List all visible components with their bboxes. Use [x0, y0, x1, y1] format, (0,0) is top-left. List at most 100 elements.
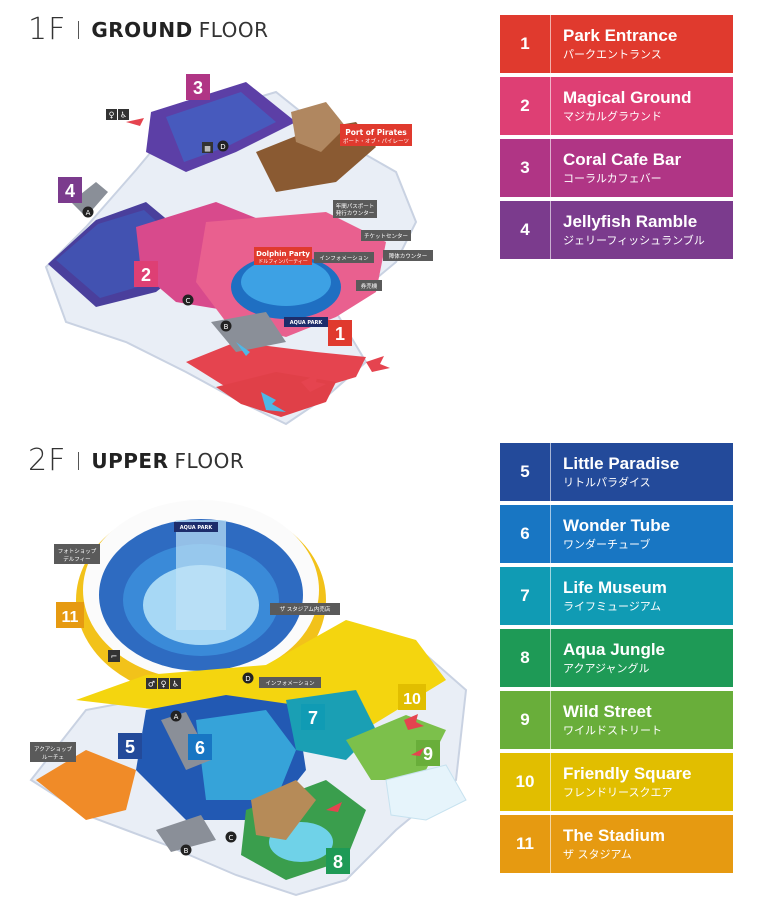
- svg-text:⌐: ⌐: [111, 652, 118, 661]
- legend-divider: [550, 815, 551, 873]
- legend-divider: [550, 629, 551, 687]
- legend-name-en: Life Museum: [563, 578, 667, 597]
- legend-item-life-museum[interactable]: 7 Life Museum ライフミュージアム: [500, 567, 733, 625]
- svg-text:♂: ♂: [148, 680, 155, 689]
- map-marker-5[interactable]: 5: [118, 733, 142, 759]
- legend-name-jp: ライフミュージアム: [563, 600, 662, 613]
- legend-number: 2: [520, 96, 530, 115]
- annual-pass-tag: 年間パスポート 発行カウンター: [333, 200, 377, 218]
- map-marker-7[interactable]: 7: [301, 704, 325, 730]
- map-marker-6[interactable]: 6: [188, 734, 212, 760]
- legend-name-jp: ザ スタジアム: [563, 848, 632, 861]
- legend-name-jp: アクアジャングル: [563, 662, 650, 675]
- svg-text:♿: ♿: [172, 680, 179, 689]
- svg-text:B: B: [184, 847, 189, 855]
- restroom-icon: ♀: [106, 109, 117, 120]
- svg-text:8: 8: [333, 852, 343, 872]
- dolphin-party-tag: Dolphin Party ドルフィンパーティー: [254, 247, 312, 265]
- svg-text:年間パスポート: 年間パスポート: [336, 202, 375, 210]
- legend-divider: [550, 201, 551, 259]
- floor2-title-light: FLOOR: [174, 448, 245, 473]
- legend-number: 7: [520, 586, 530, 605]
- floor1-number: 1F: [28, 12, 67, 47]
- marker-a: A: [170, 710, 182, 722]
- locker-icon: ▦: [202, 142, 213, 153]
- legend-name-jp: ワンダーチューブ: [563, 538, 651, 551]
- floor2-title-bold: UPPER: [91, 448, 169, 473]
- floor2-map: 5 6 7 8 9 10 11 フォトショップ デルフ: [26, 480, 476, 900]
- svg-text:5: 5: [125, 737, 135, 757]
- marker-a: A: [82, 206, 94, 218]
- legend-name-en: Friendly Square: [563, 764, 692, 783]
- legend-divider: [550, 753, 551, 811]
- legend-name-en: Aqua Jungle: [563, 640, 666, 659]
- floor1-title-light: FLOOR: [198, 17, 269, 42]
- map-marker-8[interactable]: 8: [326, 848, 350, 874]
- legend-item-magical-ground[interactable]: 2 Magical Ground マジカルグラウンド: [500, 77, 733, 135]
- map-marker-2[interactable]: 2: [134, 261, 158, 287]
- svg-text:♀: ♀: [161, 680, 167, 689]
- information-tag-2f: インフォメーション: [259, 677, 321, 688]
- svg-text:♿: ♿: [120, 111, 127, 120]
- legend-name-en: Little Paradise: [563, 454, 680, 473]
- legend-divider: [550, 15, 551, 73]
- stadium-shop-tag: ザ スタジアム内売店: [270, 603, 340, 615]
- legend-divider: [550, 505, 551, 563]
- svg-text:障体カウンター: 障体カウンター: [389, 252, 428, 260]
- legend-number: 1: [520, 34, 530, 53]
- legend-item-aqua-jungle[interactable]: 8 Aqua Jungle アクアジャングル: [500, 629, 733, 687]
- aqua-park-sign-2f: AQUA PARK: [174, 522, 218, 532]
- floor2-number: 2F: [28, 443, 67, 478]
- legend-divider: [550, 77, 551, 135]
- svg-text:1: 1: [335, 324, 345, 344]
- legend-name-en: The Stadium: [563, 826, 666, 845]
- map-marker-4[interactable]: 4: [58, 177, 82, 203]
- svg-text:▦: ▦: [204, 145, 211, 153]
- stairs-icon: ⌐: [108, 650, 120, 662]
- legend-number: 5: [520, 462, 530, 481]
- map-marker-10[interactable]: 10: [398, 684, 426, 710]
- legend-name-en: Wonder Tube: [563, 516, 671, 535]
- ticket-center-tag: チケットセンター: [361, 230, 411, 241]
- map-marker-3[interactable]: 3: [186, 74, 210, 100]
- svg-text:11: 11: [62, 609, 79, 626]
- restroom-icon: ♂ ♀: [146, 678, 169, 689]
- svg-text:7: 7: [308, 708, 318, 728]
- legend-number: 8: [520, 648, 530, 667]
- floor1-title-bold: GROUND: [91, 17, 193, 42]
- legend-name-jp: マジカルグラウンド: [563, 110, 662, 123]
- map-marker-1[interactable]: 1: [328, 320, 352, 346]
- legend-name-en: Magical Ground: [563, 88, 692, 107]
- map-marker-11[interactable]: 11: [56, 602, 84, 628]
- floor1-heading: 1F GROUND FLOOR: [28, 12, 269, 47]
- svg-text:10: 10: [403, 691, 421, 708]
- marker-b: B: [220, 320, 232, 332]
- legend-divider: [550, 567, 551, 625]
- svg-text:C: C: [186, 297, 191, 305]
- ticket-office-tag: 券売機: [356, 280, 382, 291]
- svg-text:A: A: [86, 209, 91, 217]
- legend-number: 3: [520, 158, 530, 177]
- svg-text:♀: ♀: [109, 111, 115, 120]
- svg-text:インフォメーション: インフォメーション: [319, 255, 369, 262]
- marker-d: D: [217, 140, 229, 152]
- heading-divider: [78, 451, 80, 470]
- legend-name-jp: フレンドリースクエア: [563, 786, 673, 799]
- wheelchair-icon: ♿: [118, 109, 129, 120]
- svg-text:4: 4: [65, 181, 75, 201]
- svg-text:Dolphin Party: Dolphin Party: [256, 250, 310, 258]
- svg-text:ドルフィンパーティー: ドルフィンパーティー: [258, 259, 308, 265]
- photo-shop-tag: フォトショップ デルフィー: [54, 544, 100, 564]
- legend-divider: [550, 139, 551, 197]
- legend-name-jp: ワイルドストリート: [563, 724, 662, 737]
